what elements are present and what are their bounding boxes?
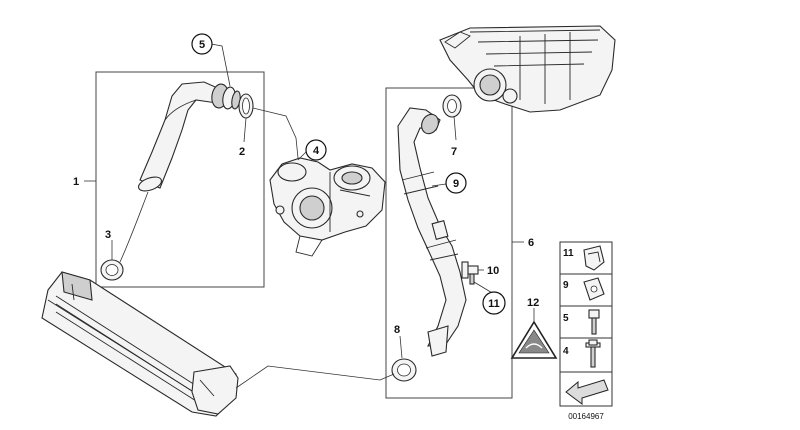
callout-4: 4 <box>313 145 320 157</box>
arrow-icon <box>565 379 609 405</box>
callout-circle-5 <box>191 33 213 55</box>
bracket-clip-icon <box>583 245 605 271</box>
part-3-seal-ring <box>100 259 124 281</box>
callout-2: 2 <box>239 146 245 158</box>
callout-11: 11 <box>488 298 500 310</box>
part-6-charge-air-pipe <box>397 107 467 357</box>
callout-circle-9 <box>445 172 467 194</box>
leader-lines <box>84 43 535 389</box>
part-2-seal-ring <box>238 93 254 119</box>
side-label-9: 9 <box>563 280 569 291</box>
callout-3: 3 <box>105 229 111 241</box>
callouts: 5 2 1 3 4 7 9 6 10 11 12 8 <box>73 33 539 336</box>
part-10-sensor <box>461 261 479 285</box>
callout-12: 12 <box>527 297 539 309</box>
small-parts-panel: 11 9 5 4 <box>559 241 613 407</box>
part-7-seal-ring <box>442 94 462 118</box>
group-frame-right <box>385 87 513 399</box>
catalog-number: 00164967 <box>568 412 604 421</box>
side-label-11: 11 <box>563 248 574 259</box>
callout-10: 10 <box>487 265 499 277</box>
part-4-turbocharger <box>269 157 386 257</box>
group-frame-left <box>95 71 265 288</box>
callout-circle-11 <box>482 291 506 315</box>
callout-8: 8 <box>394 324 400 336</box>
part-8-seal-ring <box>391 358 417 382</box>
callout-9: 9 <box>453 178 459 190</box>
callout-circle-4 <box>305 139 327 161</box>
callout-6: 6 <box>528 237 534 249</box>
side-label-4: 4 <box>563 346 569 357</box>
hex-bolt-icon <box>588 309 600 335</box>
part-12-warning-label <box>510 320 558 359</box>
side-label-5: 5 <box>563 313 569 324</box>
part-5-charge-air-hose <box>137 81 241 192</box>
flange-bolt-icon <box>585 339 601 368</box>
intake-manifold <box>439 25 616 113</box>
callout-1: 1 <box>73 176 79 188</box>
callout-5: 5 <box>199 39 205 51</box>
callout-7: 7 <box>451 146 457 158</box>
intercooler <box>41 271 239 417</box>
spring-clip-icon <box>583 277 605 301</box>
